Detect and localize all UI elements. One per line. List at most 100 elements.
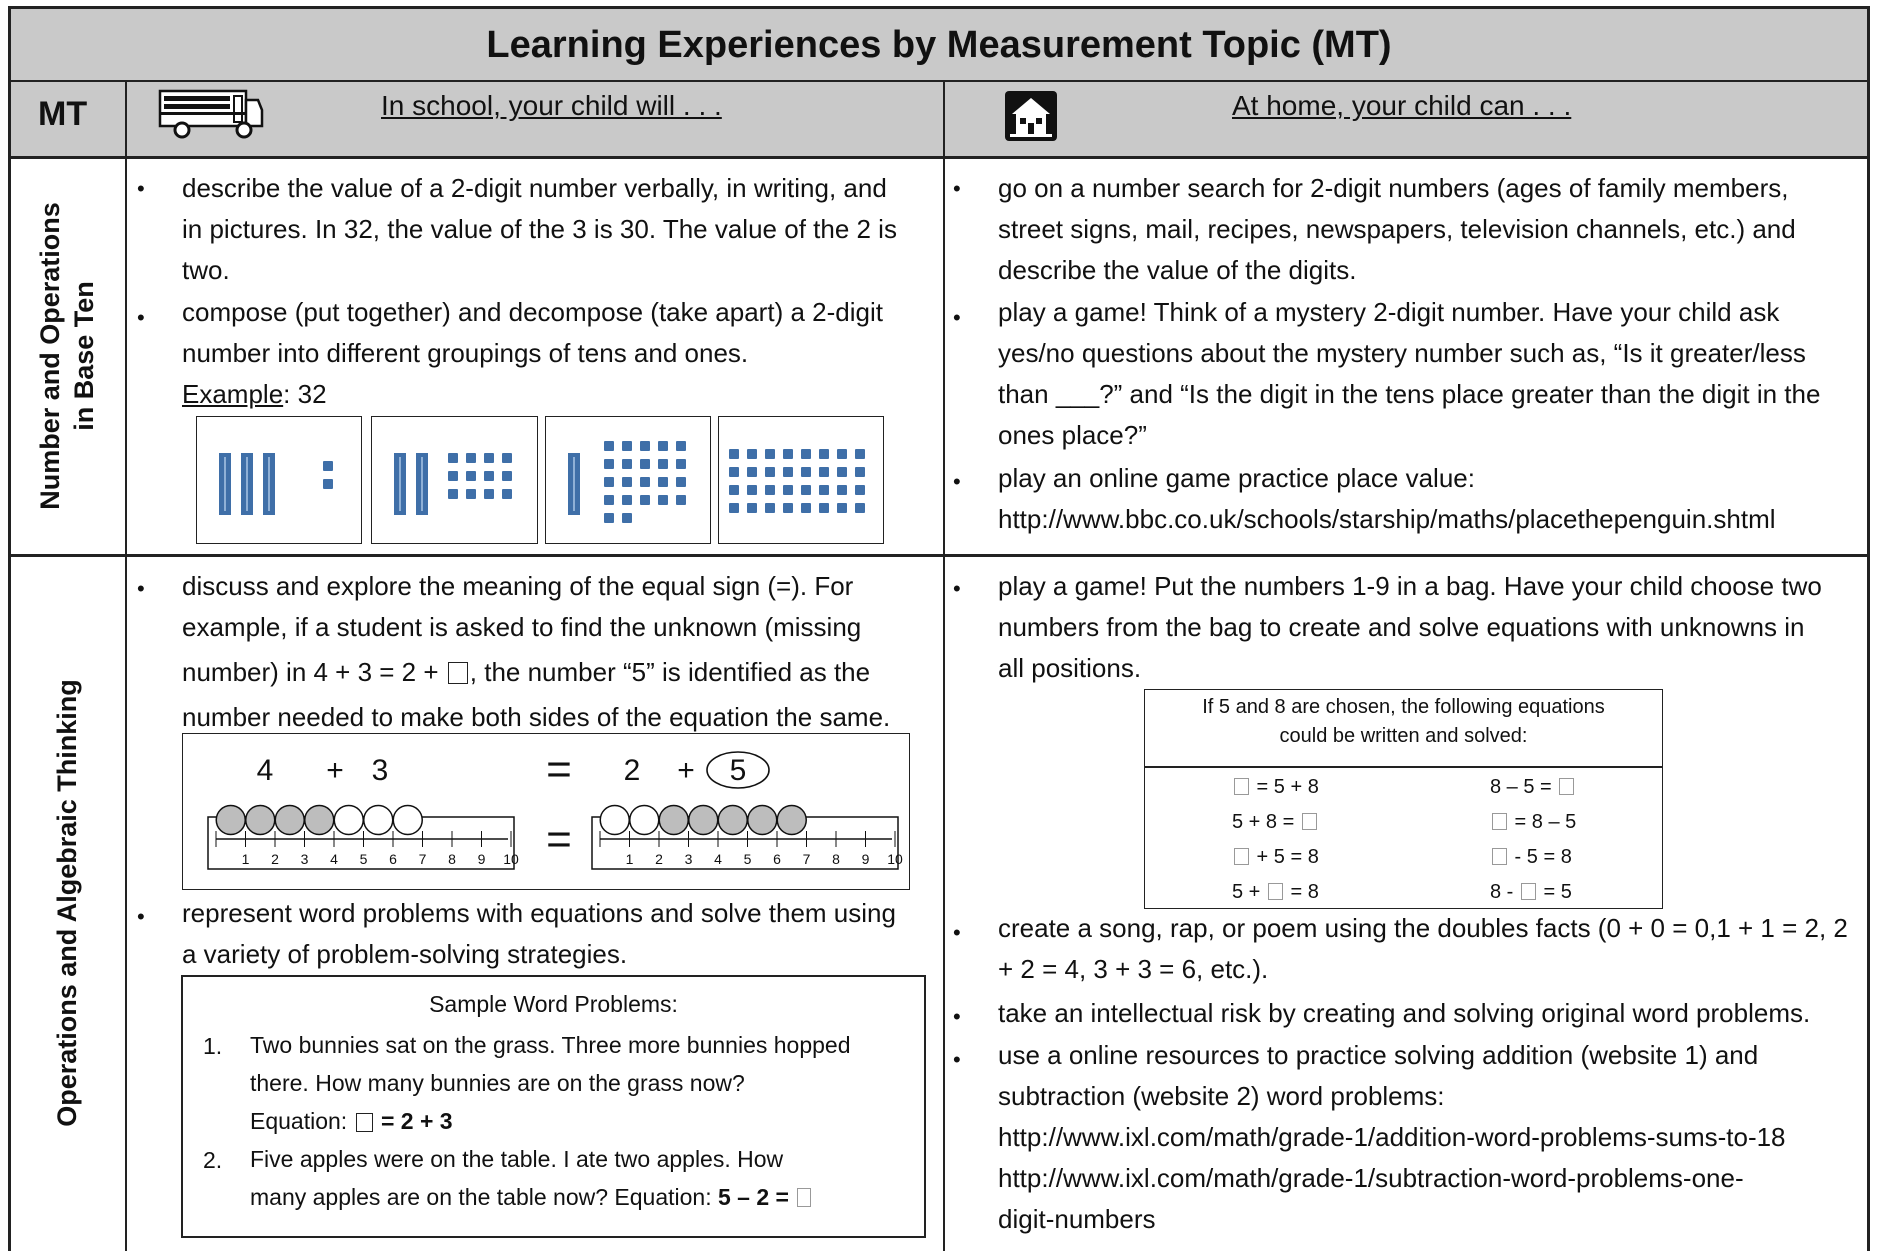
unit-cube — [676, 441, 686, 451]
number-line-tick-label: 6 — [773, 851, 781, 867]
header-home-label: At home, your child can . . . — [1232, 90, 1572, 121]
unit-cube — [729, 467, 739, 477]
number-line-tick-label: 10 — [503, 851, 519, 867]
home-bullet-online-game: play an online game practice place value… — [998, 458, 1776, 540]
unit-cube — [801, 485, 811, 495]
text-line: describe the value of the digits. — [998, 255, 1357, 285]
unit-cube — [765, 449, 775, 459]
text-line: subtraction (website 2) word problems: — [998, 1081, 1445, 1111]
text-segment: number) in 4 + 3 = 2 + — [182, 657, 446, 687]
unit-cube — [855, 449, 865, 459]
equation-text: 8 - — [1490, 881, 1519, 903]
link-subtraction-word-problems[interactable]: http://www.ixl.com/math/grade-1/subtract… — [998, 1163, 1744, 1193]
equation-value: = 2 + 3 — [374, 1108, 453, 1134]
ten-rod — [219, 453, 231, 515]
unit-cube — [783, 485, 793, 495]
number-line-tick-label: 8 — [832, 851, 840, 867]
unit-cube — [676, 495, 686, 505]
text-segment: , the number “5” is identified as the — [469, 657, 871, 687]
equation: 5 + 8 = — [1232, 811, 1319, 834]
unit-cube — [783, 467, 793, 477]
school-bus-icon — [158, 89, 264, 139]
header-school-label: In school, your child will . . . — [381, 90, 722, 121]
unknown-box-icon — [1301, 813, 1317, 830]
equation-text: = 5 + 8 — [1251, 776, 1319, 798]
unit-cube — [855, 485, 865, 495]
table-divider-title — [8, 80, 1870, 82]
ten-rod-line — [399, 457, 401, 511]
unit-cube — [747, 449, 757, 459]
ten-rod-line — [268, 457, 270, 511]
unit-cube — [837, 449, 847, 459]
header-home-cell — [944, 82, 1868, 156]
bullet: • — [137, 176, 145, 201]
equation: + 5 = 8 — [1232, 846, 1319, 869]
topic-operations-algebraic: Operations and Algebraic Thinking — [52, 679, 82, 1127]
ten-rod — [241, 453, 253, 515]
word-problems-box: Sample Word Problems: 1. Two bunnies sat… — [181, 975, 926, 1238]
problem-number: 1. — [203, 1033, 223, 1059]
table-border-right — [1867, 6, 1870, 1251]
equation-left-b: 3 — [372, 754, 389, 787]
bead-shaded — [245, 804, 276, 836]
school-bullet-compose: compose (put together) and decompose (ta… — [182, 292, 883, 415]
unit-cube — [819, 467, 829, 477]
unit-cube — [765, 467, 775, 477]
bullet: • — [137, 576, 145, 601]
unit-cube — [676, 459, 686, 469]
unit-cube — [729, 503, 739, 513]
bead-open — [629, 804, 660, 836]
equation: 8 - = 5 — [1490, 881, 1572, 904]
text-line: play a game! Put the numbers 1-9 in a ba… — [998, 571, 1822, 601]
equation-text: = 8 — [1284, 881, 1319, 903]
unit-cube — [323, 461, 333, 471]
page-title: Learning Experiences by Measurement Topi… — [10, 8, 1868, 82]
home-bullet-online-resources: use a online resources to practice solvi… — [998, 1035, 1786, 1240]
house-icon — [1005, 91, 1057, 141]
text-line: use a online resources to practice solvi… — [998, 1040, 1759, 1070]
link-addition-word-problems[interactable]: http://www.ixl.com/math/grade-1/addition… — [998, 1122, 1786, 1152]
number-line-tick-label: 1 — [242, 851, 250, 867]
unknown-box-icon — [797, 1188, 812, 1207]
word-problem-1: Two bunnies sat on the grass. Three more… — [250, 1026, 851, 1140]
unit-cube — [448, 453, 458, 463]
unit-cube — [837, 485, 847, 495]
unit-cube — [676, 477, 686, 487]
bead-shaded — [776, 804, 807, 836]
unknown-box-icon — [355, 1113, 373, 1132]
home-bullet-intellectual-risk: take an intellectual risk by creating an… — [998, 993, 1810, 1034]
bullet: • — [137, 904, 145, 929]
link-placethepenguin[interactable]: http://www.bbc.co.uk/schools/starship/ma… — [998, 504, 1776, 534]
equation-text: 5 + — [1232, 881, 1266, 903]
unknown-box-icon — [1492, 813, 1507, 830]
equation-text: = 8 – 5 — [1509, 811, 1577, 833]
text-line: in pictures. In 32, the value of the 3 i… — [182, 214, 897, 244]
text-line: represent word problems with equations a… — [182, 898, 896, 928]
equation: - 5 = 8 — [1490, 846, 1572, 869]
unit-cube — [658, 441, 668, 451]
bullet: • — [953, 176, 961, 201]
ten-rod-line — [573, 457, 575, 511]
home-bullet-mystery-number: play a game! Think of a mystery 2-digit … — [998, 292, 1820, 456]
bullet: • — [137, 305, 145, 330]
unit-cube — [448, 471, 458, 481]
text-line: If 5 and 8 are chosen, the following equ… — [1202, 696, 1605, 718]
unit-cube — [604, 459, 614, 469]
equation-right-a: 2 — [624, 754, 641, 787]
unit-cube — [448, 489, 458, 499]
unit-cube — [747, 467, 757, 477]
unit-cube — [622, 495, 632, 505]
word-problems-title: Sample Word Problems: — [429, 991, 678, 1017]
example-line: Example: 32 — [182, 374, 883, 415]
link-subtraction-word-problems-cont[interactable]: digit-numbers — [998, 1204, 1156, 1234]
table-divider-mt — [125, 80, 127, 1251]
number-line-tick-label: 5 — [744, 851, 752, 867]
header-mt-label: MT — [38, 95, 88, 133]
ten-rod — [568, 453, 580, 515]
number-line-tick-label: 2 — [271, 851, 279, 867]
text-line: example, if a student is asked to find t… — [182, 612, 862, 642]
equation-text: 5 + 8 = — [1232, 811, 1300, 833]
table-border-top — [8, 6, 1870, 9]
